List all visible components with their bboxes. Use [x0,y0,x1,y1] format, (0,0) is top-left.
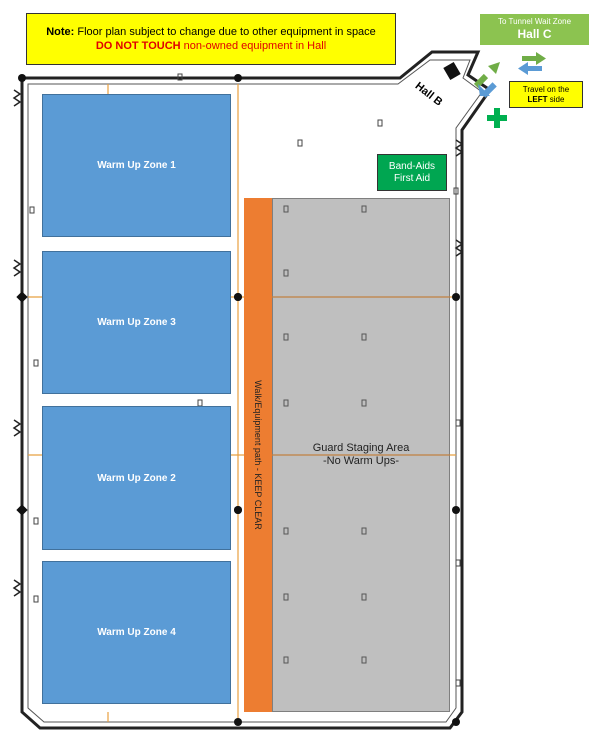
note-label: Note: [46,26,75,38]
first-aid-line2: First Aid [393,173,431,184]
column-icon [452,506,460,514]
zone-label: Warm Up Zone 1 [97,160,176,171]
direction-arrow-icon [518,62,542,75]
wall-detail [12,419,22,437]
warm-up-zone-4: Warm Up Zone 4 [42,561,231,704]
travel-prefix: Travel on the [522,85,570,94]
note-banner: Note: Floor plan subject to change due t… [26,13,396,65]
column-icon [234,293,242,301]
column-icon [18,74,26,82]
travel-suffix: side [549,95,565,104]
outlet-icon [29,73,461,687]
staging-subtitle: -No Warm Ups- [323,455,399,467]
zone-label: Warm Up Zone 3 [97,317,176,328]
column-icon [234,506,242,514]
direction-arrow-icon [522,52,546,65]
warning-bold: DO NOT TOUCH [95,40,181,52]
direction-arrow-icon [473,62,500,89]
note-text: Floor plan subject to change due to othe… [77,26,376,38]
direction-arrow-icon [478,82,497,98]
warning-text: non-owned equipment in Hall [183,40,327,52]
first-aid-plus-icon [487,108,507,128]
column-icon [234,74,242,82]
column-icon [16,291,28,303]
staging-label: Guard Staging Area -No Warm Ups- [272,442,450,468]
wall-detail [12,89,22,107]
hall-c-title: Hall C [517,27,552,41]
zone-label: Warm Up Zone 4 [97,627,176,638]
wall-detail [454,139,464,157]
first-aid-line1: Band-Aids [388,161,436,172]
walkway-label: Walk/Equipment path - KEEP CLEAR [253,380,264,530]
staging-title: Guard Staging Area [312,442,410,454]
warm-up-zone-2: Warm Up Zone 2 [42,406,231,550]
hall-c-sign: To Tunnel Wait Zone Hall C [480,14,589,45]
column-icon [234,718,242,726]
column-icon [452,718,460,726]
wall-detail [12,259,22,277]
column-icon [452,293,460,301]
column-icon [443,61,461,81]
inner-wall [27,59,483,723]
wall-detail [454,239,464,257]
warm-up-zone-3: Warm Up Zone 3 [42,251,231,394]
travel-note: Travel on the LEFT side [509,81,583,108]
column-icon [16,504,28,516]
zone-label: Warm Up Zone 2 [97,472,176,484]
first-aid-station: Band-Aids First Aid [377,154,447,191]
walkway: Walk/Equipment path - KEEP CLEAR [244,198,272,712]
hall-c-subtitle: To Tunnel Wait Zone [497,17,572,26]
warm-up-zone-1: Warm Up Zone 1 [42,94,231,237]
travel-bold: LEFT [527,95,548,104]
wall-detail [12,579,22,597]
hall-wall [20,50,493,730]
